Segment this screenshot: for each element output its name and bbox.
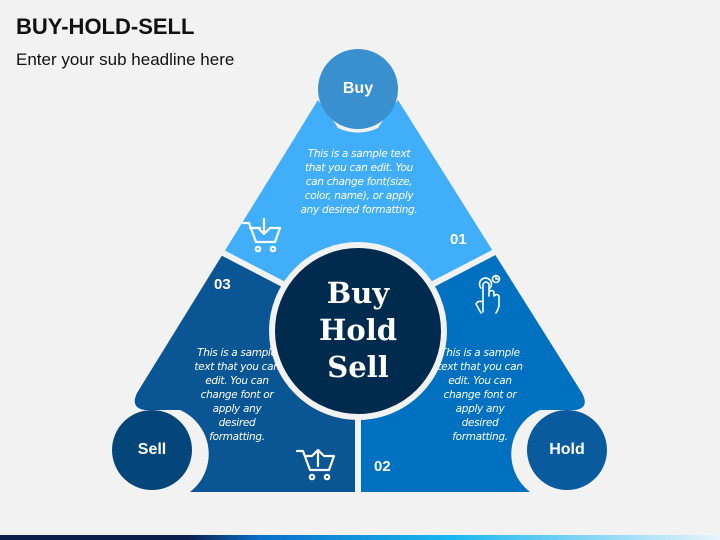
sell-number: 03	[214, 276, 231, 293]
center-line-sell: Sell	[327, 350, 389, 384]
cart-upload-icon	[295, 448, 336, 481]
hold-number: 02	[374, 458, 391, 475]
center-circle	[269, 242, 447, 420]
slide-title: BUY-HOLD-SELL	[16, 14, 195, 39]
sell-label: Sell	[137, 441, 167, 458]
cart-download-icon	[241, 217, 282, 253]
hand-touch-clock-icon	[475, 274, 501, 314]
slide-subtitle: Enter your sub headline here	[16, 50, 235, 69]
buy-description: This is a sample text that you can edit.…	[300, 148, 418, 216]
bottom-accent-bar	[0, 535, 720, 540]
hold-circle	[527, 410, 607, 490]
sell-description: This is a sample text that you can edit.…	[194, 347, 280, 443]
buy-label: Buy	[342, 80, 374, 97]
buy-number: 01	[450, 231, 467, 248]
center-title: Buy Hold Sell	[283, 275, 433, 386]
buy-circle	[318, 49, 398, 129]
hold-description: This is a sample text that you can edit.…	[437, 347, 523, 443]
sell-circle	[112, 410, 192, 490]
center-line-buy: Buy	[326, 276, 390, 310]
hold-label: Hold	[549, 441, 585, 458]
center-line-hold: Hold	[318, 313, 398, 347]
